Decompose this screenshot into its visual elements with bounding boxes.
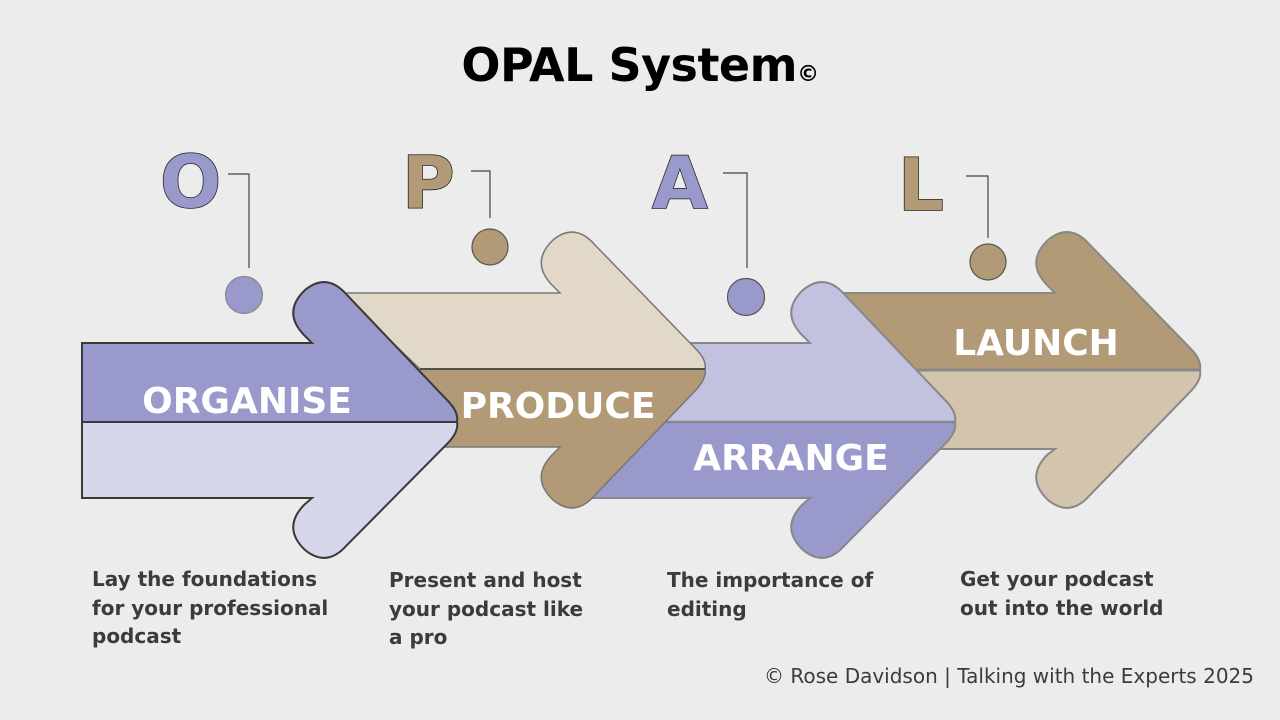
page-title: OPAL System©: [0, 38, 1280, 92]
description-arrange: The importance of editing: [667, 568, 874, 621]
arrow-organise-top: [81, 281, 459, 423]
arrow-arrange-bottom: [588, 421, 957, 559]
description-organise: Lay the foundations for your professiona…: [92, 567, 329, 648]
letter-o: O: [160, 140, 221, 224]
title-text: OPAL System: [461, 38, 798, 92]
arrow-launch-top: [834, 231, 1202, 371]
arrow-launch-label: LAUNCH: [953, 323, 1119, 364]
letter-p: P: [402, 141, 455, 225]
arrow-organise: ORGANISE: [81, 281, 459, 559]
letter-a-group: A: [651, 140, 766, 317]
description-launch: Get your podcast out into the world: [960, 567, 1164, 620]
arrow-launch: LAUNCH: [834, 231, 1202, 509]
arrow-produce-top: [338, 231, 707, 370]
connector-o: [228, 173, 250, 268]
dot-p: [471, 228, 509, 266]
dot-o: [224, 275, 264, 315]
letter-a: A: [652, 141, 708, 225]
arrow-produce-bottom: [419, 368, 707, 509]
arrow-organise-label: ORGANISE: [142, 381, 352, 422]
letter-p-group: P: [401, 140, 509, 266]
connector-a: [723, 172, 748, 268]
connector-l: [966, 175, 989, 238]
footer-credit: © Rose Davidson | Talking with the Exper…: [764, 664, 1254, 688]
copyright-mark: ©: [797, 62, 819, 87]
dot-l: [969, 243, 1007, 281]
letter-l-group: L: [897, 142, 1007, 281]
arrow-produce-label: PRODUCE: [461, 386, 656, 427]
arrow-organise-bottom: [81, 421, 459, 559]
letter-l: L: [898, 143, 944, 227]
dot-a: [726, 277, 766, 317]
arrow-arrange-label: ARRANGE: [693, 438, 888, 479]
letter-o-group: O: [159, 139, 264, 315]
arrow-produce: PRODUCE: [338, 231, 707, 509]
connector-p: [471, 170, 491, 218]
description-produce: Present and host your podcast like a pro: [389, 568, 584, 649]
